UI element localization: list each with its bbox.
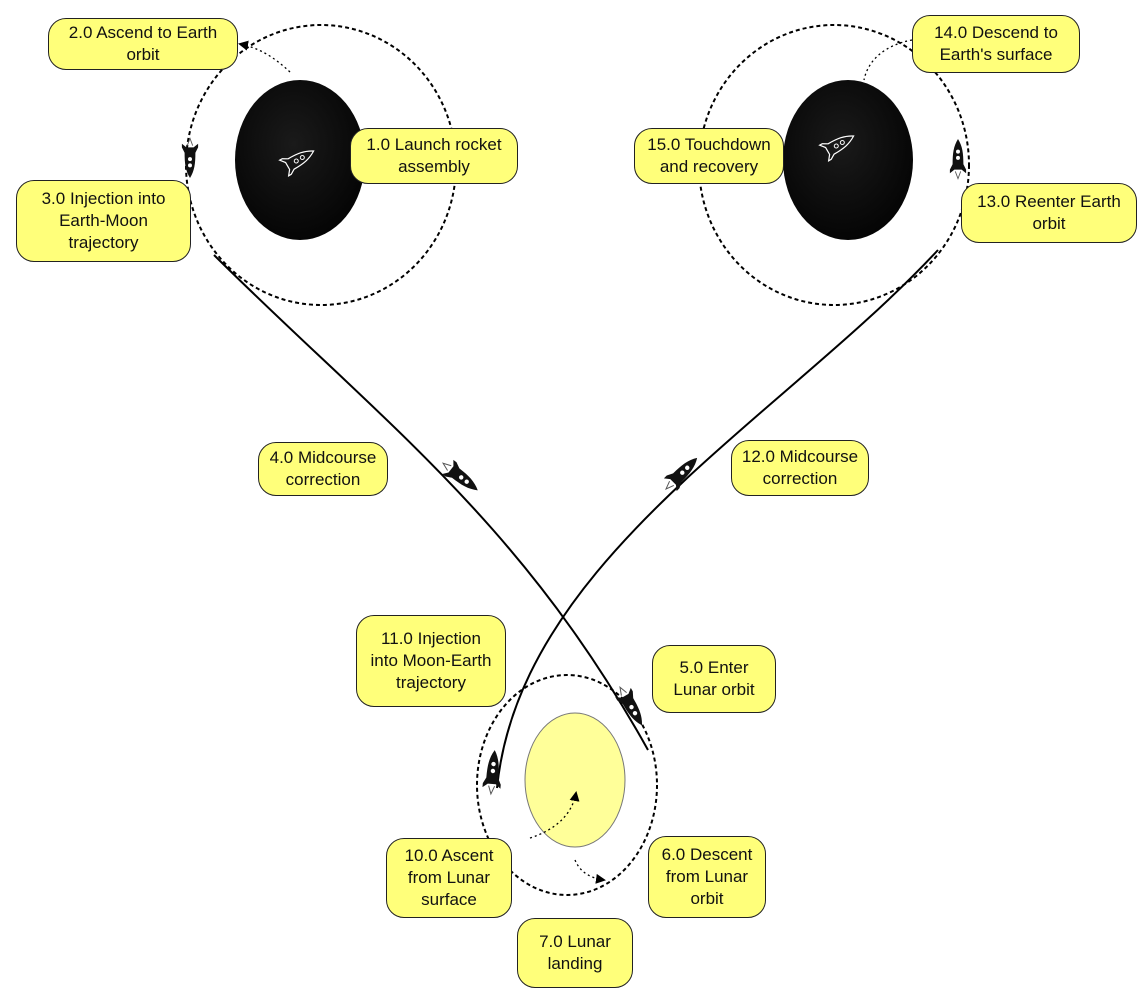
rocket-icon xyxy=(181,137,199,179)
moon-earth-trajectory xyxy=(496,249,939,789)
descent-lunar-arrow xyxy=(574,859,606,884)
rocket-icon xyxy=(949,138,967,180)
rocket-icon xyxy=(659,450,705,496)
earth-moon-trajectory xyxy=(213,254,649,751)
rocket-icon xyxy=(481,748,505,796)
step-10-label: 10.0 Ascent from Lunar surface xyxy=(386,838,512,918)
right-earth-orbit xyxy=(698,24,970,306)
step-5-label: 5.0 Enter Lunar orbit xyxy=(652,645,776,713)
descend-earth-arrow xyxy=(863,39,913,81)
step-12-label: 12.0 Midcourse correction xyxy=(731,440,869,496)
step-11-label: 11.0 Injection into Moon-Earth trajector… xyxy=(356,615,506,707)
moon-icon xyxy=(524,712,626,848)
step-13-label: 13.0 Reenter Earth orbit xyxy=(961,183,1137,243)
rocket-icon xyxy=(611,682,651,731)
step-2-label: 2.0 Ascend to Earth orbit xyxy=(48,18,238,70)
lunar-orbit xyxy=(476,674,658,896)
step-4-label: 4.0 Midcourse correction xyxy=(258,442,388,496)
step-6-label: 6.0 Descent from Lunar orbit xyxy=(648,836,766,918)
step-15-label: 15.0 Touchdown and recovery xyxy=(634,128,784,184)
step-14-label: 14.0 Descend to Earth's surface xyxy=(912,15,1080,73)
step-3-label: 3.0 Injection into Earth-Moon trajectory xyxy=(16,180,191,262)
ascent-lunar-arrow xyxy=(529,791,580,839)
earth-icon xyxy=(235,80,365,240)
earth-icon xyxy=(783,80,913,240)
step-7-label: 7.0 Lunar landing xyxy=(517,918,633,988)
step-1-label: 1.0 Launch rocket assembly xyxy=(350,128,518,184)
